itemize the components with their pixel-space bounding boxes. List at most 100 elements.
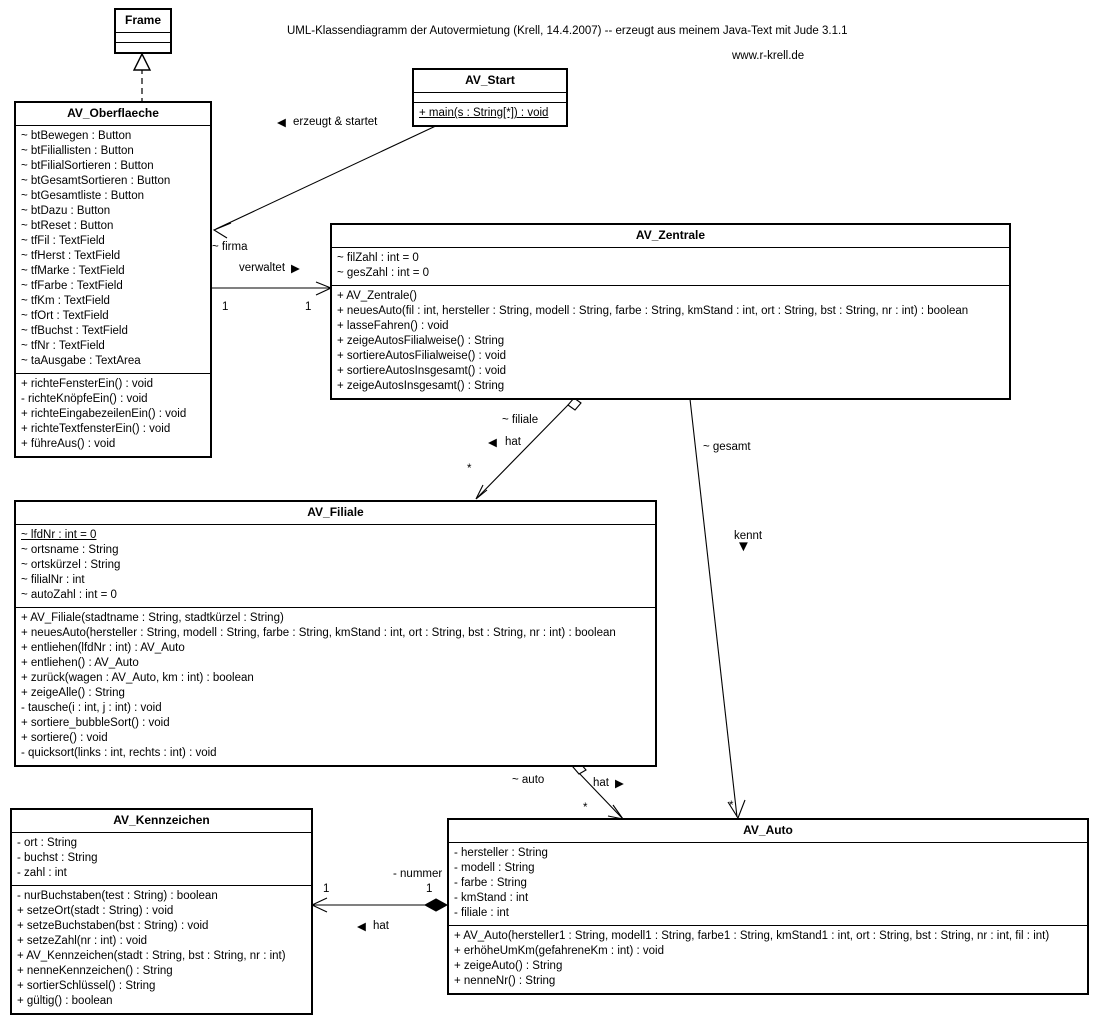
attribute-row: - hersteller : String [454, 847, 548, 860]
operation-row: + richteTextfensterEin() : void [21, 423, 171, 436]
attribute-row: ~ tfKm : TextField [21, 295, 110, 308]
attribute-row: ~ tfFil : TextField [21, 235, 105, 248]
attribute-row: ~ tfBuchst : TextField [21, 325, 128, 338]
operation-row: + lasseFahren() : void [337, 320, 449, 333]
operation-row: + führeAus() : void [21, 438, 116, 451]
class-box-av-auto[interactable]: AV_Auto - hersteller : String - modell :… [447, 818, 1089, 996]
edge-label-hat-filiale: hat [505, 436, 521, 448]
operation-row: + setzeZahl(nr : int) : void [17, 935, 148, 948]
operation-row: + zeigeAuto() : String [454, 960, 563, 973]
attribute-row: - kmStand : int [454, 892, 529, 905]
edge-label-hat-auto: hat [593, 777, 609, 789]
attribute-row: - modell : String [454, 862, 535, 875]
multiplicity-gesamt: * [729, 800, 734, 812]
multiplicity-filiale: * [467, 463, 472, 475]
class-name-av-filiale: AV_Filiale [16, 502, 655, 526]
arrow-marker-filiale: ◀ [488, 437, 497, 449]
attribute-compartment-av-start [414, 93, 566, 104]
operation-row: + neuesAuto(fil : int, hersteller : Stri… [337, 305, 969, 318]
operation-compartment-frame [116, 43, 170, 52]
attribute-row: ~ btReset : Button [21, 220, 114, 233]
operation-row: - richteKnöpfeEin() : void [21, 393, 148, 406]
operation-row: + entliehen(lfdNr : int) : AV_Auto [21, 642, 185, 655]
operation-row: + sortiere() : void [21, 732, 108, 745]
operation-row: + zeigeAlle() : String [21, 687, 125, 700]
attribute-row: - zahl : int [17, 867, 67, 880]
attribute-row: - ort : String [17, 837, 78, 850]
operation-row: + AV_Filiale(stadtname : String, stadtkü… [21, 612, 284, 625]
operation-row: - nurBuchstaben(test : String) : boolean [17, 890, 218, 903]
attribute-row: ~ btFiliallisten : Button [21, 145, 134, 158]
attribute-row: ~ tfFarbe : TextField [21, 280, 123, 293]
operation-row: + nenneNr() : String [454, 975, 556, 988]
arrow-marker-verwaltet: ▶ [291, 263, 300, 275]
attribute-row: ~ tfNr : TextField [21, 340, 105, 353]
attribute-row: ~ tfMarke : TextField [21, 265, 125, 278]
operation-row: + setzeOrt(stadt : String) : void [17, 905, 174, 918]
class-name-av-oberflaeche: AV_Oberflaeche [16, 103, 210, 127]
operation-row: + sortiereAutosFilialweise() : void [337, 350, 507, 363]
attribute-row: - farbe : String [454, 877, 527, 890]
attribute-row: ~ autoZahl : int = 0 [21, 589, 117, 602]
operation-compartment-av-filiale: + AV_Filiale(stadtname : String, stadtkü… [16, 608, 655, 765]
operation-row: + neuesAuto(hersteller : String, modell … [21, 627, 616, 640]
operation-row: + erhöheUmKm(gefahreneKm : int) : void [454, 945, 664, 958]
operation-row: + entliehen() : AV_Auto [21, 657, 139, 670]
class-box-av-kennzeichen[interactable]: AV_Kennzeichen - ort : String - buchst :… [10, 808, 313, 1016]
class-name-av-zentrale: AV_Zentrale [332, 225, 1009, 249]
attribute-row: ~ filialNr : int [21, 574, 85, 587]
class-box-av-oberflaeche[interactable]: AV_Oberflaeche ~ btBewegen : Button ~ bt… [14, 101, 212, 459]
multiplicity-firma-target: 1 [305, 301, 312, 313]
role-label-firma: ~ firma [212, 241, 248, 253]
association-zentrale-auto [689, 398, 746, 820]
arrow-marker-erzeugt: ◀ [277, 117, 286, 129]
operation-row: + main(s : String[*]) : void [419, 107, 549, 120]
operation-row: + zeigeAutosFilialweise() : String [337, 335, 505, 348]
dependency-start-oberflaeche [212, 123, 441, 239]
attribute-row: ~ gesZahl : int = 0 [337, 267, 430, 280]
attribute-row: ~ ortskürzel : String [21, 559, 121, 572]
class-box-frame[interactable]: Frame [114, 8, 172, 55]
attribute-row: ~ taAusgabe : TextArea [21, 355, 141, 368]
attribute-row: ~ tfHerst : TextField [21, 250, 121, 263]
attribute-compartment-av-filiale: ~ lfdNr : int = 0 ~ ortsname : String ~ … [16, 525, 655, 609]
edge-label-erzeugt: erzeugt & startet [293, 116, 378, 128]
operation-row: + gültig() : boolean [17, 995, 113, 1008]
operation-row: - tausche(i : int, j : int) : void [21, 702, 162, 715]
association-oberflaeche-zentrale [212, 281, 333, 296]
edge-label-kennt: kennt [734, 530, 763, 542]
attribute-row: ~ btGesamtliste : Button [21, 190, 145, 203]
class-box-av-filiale[interactable]: AV_Filiale ~ lfdNr : int = 0 ~ ortsname … [14, 500, 657, 768]
class-box-av-zentrale[interactable]: AV_Zentrale ~ filZahl : int = 0 ~ gesZah… [330, 223, 1011, 401]
edge-label-hat-nummer: hat [373, 920, 389, 932]
attribute-row: ~ btGesamtSortieren : Button [21, 175, 171, 188]
attribute-row: ~ filZahl : int = 0 [337, 252, 419, 265]
operation-row: + zeigeAutosInsgesamt() : String [337, 380, 505, 393]
attribute-compartment-av-oberflaeche: ~ btBewegen : Button ~ btFiliallisten : … [16, 126, 210, 375]
operation-row: + zurück(wagen : AV_Auto, km : int) : bo… [21, 672, 254, 685]
operation-row: + richteEingabezeilenEin() : void [21, 408, 187, 421]
arrow-marker-kennt: ▼ [736, 538, 751, 555]
attribute-compartment-av-auto: - hersteller : String - modell : String … [449, 843, 1087, 927]
operation-row: + nenneKennzeichen() : String [17, 965, 173, 978]
operation-compartment-av-zentrale: + AV_Zentrale() + neuesAuto(fil : int, h… [332, 286, 1009, 398]
edge-label-verwaltet: verwaltet [239, 262, 286, 274]
class-box-av-start[interactable]: AV_Start + main(s : String[*]) : void [412, 68, 568, 128]
role-label-auto: ~ auto [512, 774, 545, 786]
attribute-compartment-frame [116, 33, 170, 44]
attribute-row: ~ btBewegen : Button [21, 130, 132, 143]
composition-auto-kennzeichen [310, 897, 449, 913]
role-label-filiale: ~ filiale [502, 414, 539, 426]
arrow-marker-nummer: ◀ [357, 921, 366, 933]
multiplicity-auto: * [583, 802, 588, 814]
class-name-frame: Frame [116, 10, 170, 34]
class-name-av-start: AV_Start [414, 70, 566, 94]
attribute-row: ~ lfdNr : int = 0 [21, 529, 97, 542]
operation-row: + richteFensterEin() : void [21, 378, 153, 391]
attribute-row: ~ btFilialSortieren : Button [21, 160, 154, 173]
attribute-row: - filiale : int [454, 907, 509, 920]
operation-row: + AV_Auto(hersteller1 : String, modell1 … [454, 930, 1050, 943]
generalization-frame-oberflaeche [132, 52, 152, 104]
operation-row: + sortiereAutosInsgesamt() : void [337, 365, 507, 378]
